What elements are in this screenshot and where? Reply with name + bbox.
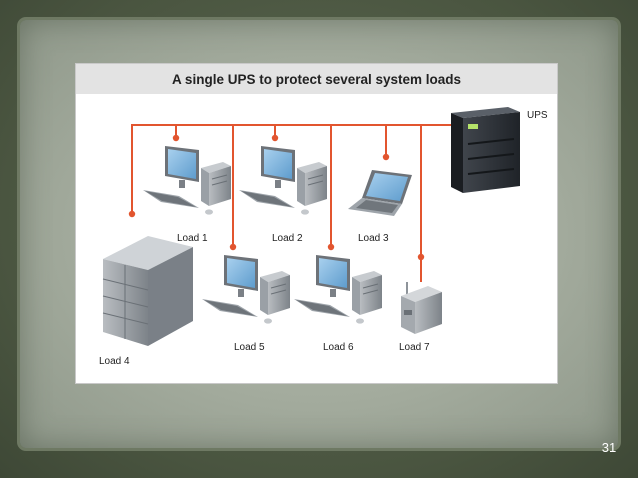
connection-nodes (128, 134, 425, 261)
slide-number: 31 (601, 440, 617, 455)
figure-title: A single UPS to protect several system l… (76, 64, 557, 94)
desktop-computer-icon (201, 254, 291, 325)
load-label: Load 7 (399, 342, 430, 353)
ups-icon (451, 107, 520, 193)
load-label: Load 2 (272, 233, 303, 244)
load-label: Load 6 (323, 342, 354, 353)
desktop-computer-icon (238, 145, 328, 216)
load-label: Load 1 (177, 233, 208, 244)
server-rack-icon (102, 236, 193, 346)
diagram-canvas: UPS Load 1 Load 2 Load 3 Load 4 Load 5 (99, 107, 548, 367)
load-label: Load 4 (99, 356, 130, 367)
desktop-computer-icon (293, 254, 383, 325)
load-label: Load 5 (234, 342, 265, 353)
desktop-computer-icon (142, 145, 232, 216)
load-label: Load 3 (358, 233, 389, 244)
ups-diagram-figure: A single UPS to protect several system l… (75, 63, 558, 384)
router-icon (401, 282, 442, 334)
laptop-icon (348, 170, 412, 216)
ups-label: UPS (527, 110, 548, 121)
